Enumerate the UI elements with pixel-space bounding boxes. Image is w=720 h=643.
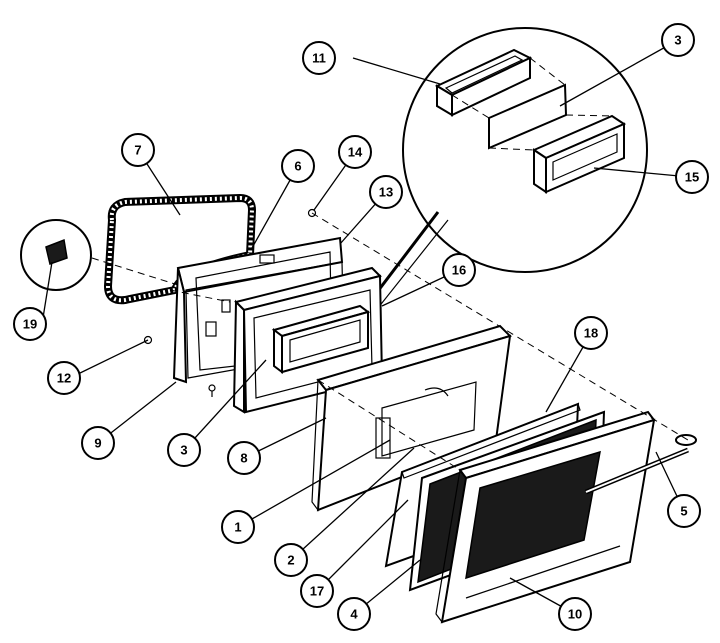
svg-text:5: 5	[680, 504, 687, 519]
svg-text:12: 12	[57, 371, 71, 386]
callout-3-inset: 3	[661, 23, 695, 57]
callout-2: 2	[274, 543, 308, 577]
callout-4: 4	[337, 597, 371, 631]
outer-door-10	[435, 410, 656, 624]
svg-text:10: 10	[568, 607, 582, 622]
callout-5: 5	[667, 494, 701, 528]
svg-text:2: 2	[287, 553, 294, 568]
svg-text:8: 8	[240, 451, 247, 466]
screw-12	[143, 335, 153, 345]
inset-frame-15	[531, 114, 627, 194]
callout-1: 1	[221, 510, 255, 544]
svg-text:9: 9	[94, 436, 101, 451]
inner-door-6	[172, 236, 345, 384]
callout-18: 18	[574, 316, 608, 350]
svg-text:15: 15	[685, 170, 699, 185]
callout-19: 19	[13, 307, 47, 341]
door-panel-8	[311, 324, 512, 512]
svg-text:14: 14	[348, 145, 363, 160]
screw-14	[307, 208, 317, 218]
callout-8: 8	[227, 441, 261, 475]
svg-text:6: 6	[294, 159, 301, 174]
svg-text:3: 3	[674, 33, 681, 48]
svg-text:13: 13	[379, 185, 393, 200]
callout-12: 12	[47, 361, 81, 395]
callout-16: 16	[442, 253, 476, 287]
callout-9: 9	[81, 426, 115, 460]
svg-text:18: 18	[584, 326, 598, 341]
callout-10: 10	[558, 597, 592, 631]
svg-text:19: 19	[23, 317, 37, 332]
callout-6: 6	[281, 149, 315, 183]
detail-inset	[402, 27, 648, 273]
svg-text:17: 17	[310, 584, 324, 599]
svg-text:7: 7	[134, 143, 141, 158]
svg-text:1: 1	[234, 520, 241, 535]
callout-7: 7	[121, 133, 155, 167]
callout-13: 13	[369, 175, 403, 209]
svg-text:3: 3	[180, 443, 187, 458]
callout-3-window: 3	[167, 433, 201, 467]
callout-15: 15	[675, 160, 709, 194]
svg-text:16: 16	[452, 263, 466, 278]
callout-17: 17	[300, 574, 334, 608]
detail-inset-19	[20, 219, 92, 291]
window-assembly-3	[271, 304, 371, 374]
callout-14: 14	[338, 135, 372, 169]
svg-text:4: 4	[350, 607, 358, 622]
svg-text:11: 11	[312, 51, 326, 66]
handle-5	[585, 434, 697, 495]
callout-11: 11	[302, 41, 336, 75]
